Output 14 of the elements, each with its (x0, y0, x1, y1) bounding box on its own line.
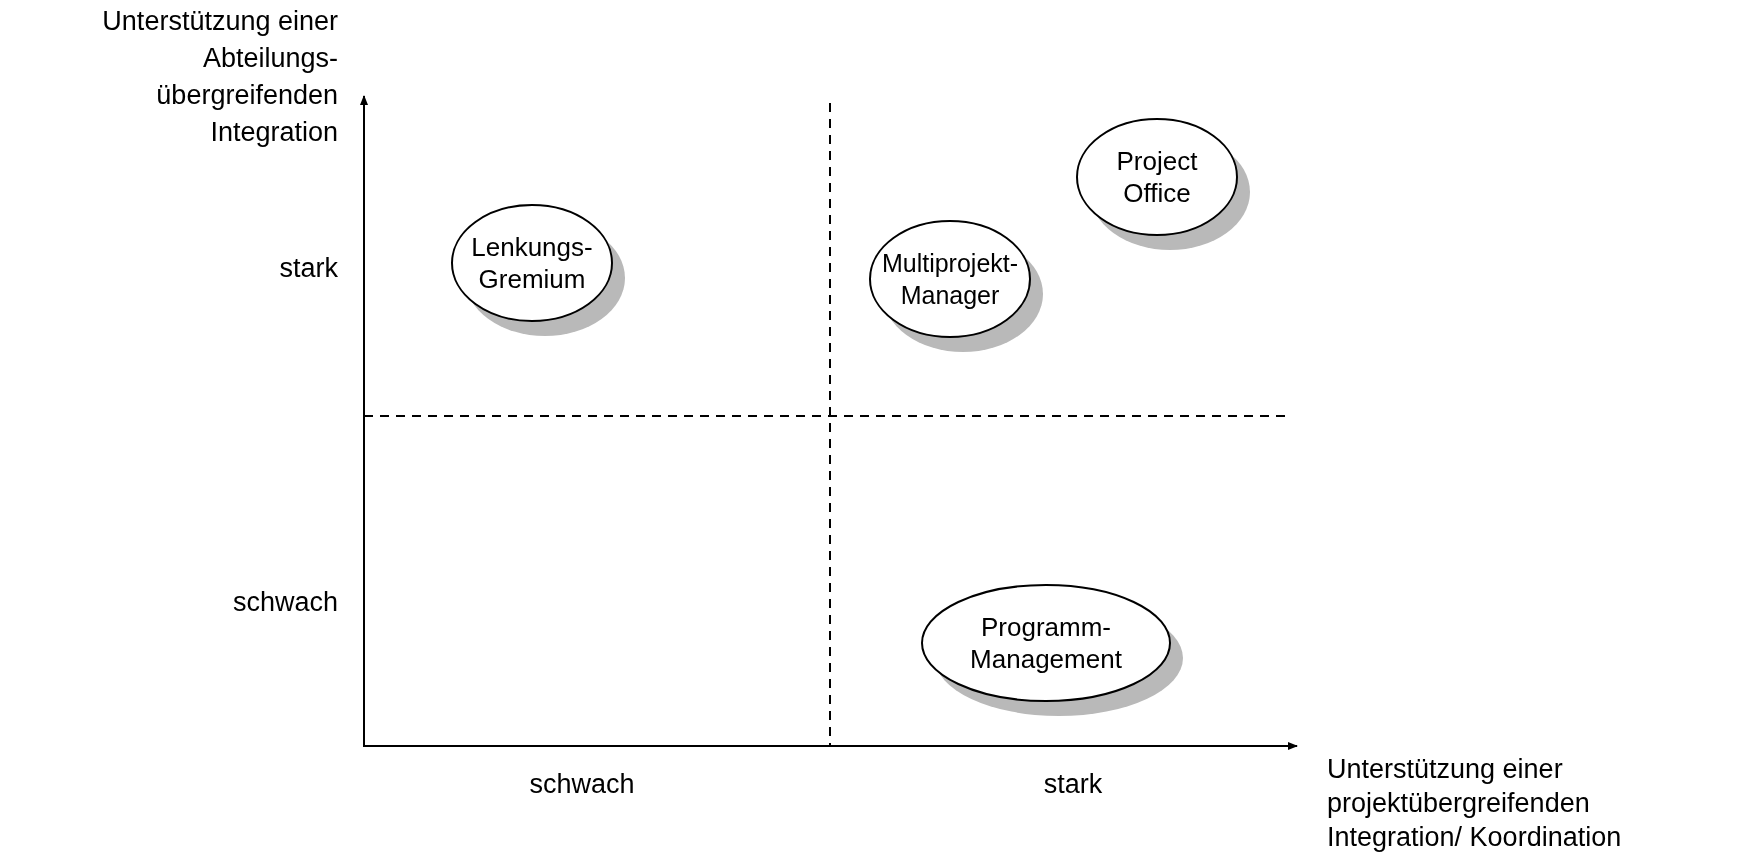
axis-tick-label: stark (1042, 768, 1104, 801)
axis-title: Unterstützung einer projektübergreifenden Integration/ Koordination (1327, 753, 1623, 854)
axis-tick-label: schwach (231, 586, 338, 619)
axis-tick-label: schwach (528, 768, 636, 801)
axis-title: Unterstützung einer Abteilungs- übergreifenden Integration (101, 5, 338, 149)
node-label: Programm- Management (969, 611, 1123, 675)
ellipse-shape (451, 204, 626, 337)
node-label: Lenkungs- Gremium (470, 231, 594, 295)
axis-tick-label: stark (278, 252, 338, 285)
node-label: Multiprojekt- Manager (880, 248, 1020, 311)
node-label: Project Office (1115, 145, 1199, 209)
ellipse-shape (921, 584, 1184, 717)
ellipse-shape (869, 220, 1044, 353)
ellipse-shape (1076, 118, 1251, 251)
